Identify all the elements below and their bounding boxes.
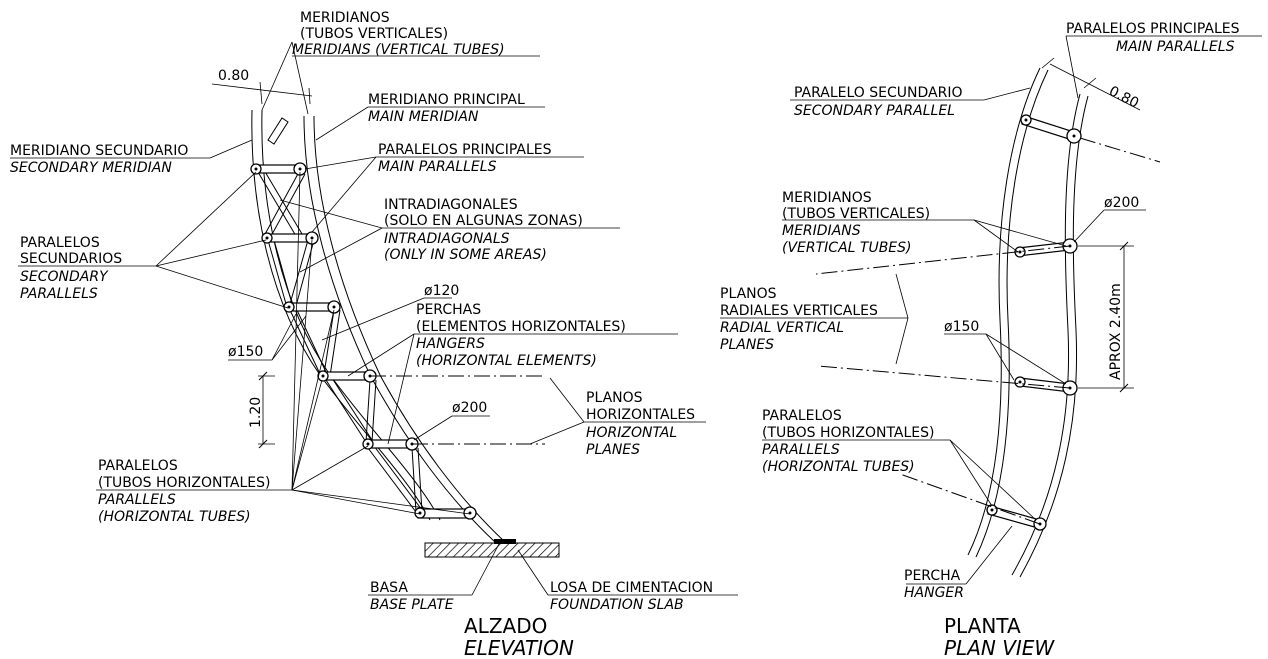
plan-main-parallel	[1011, 93, 1089, 578]
meridianos-en: MERIDIANS (VERTICAL TUBES)	[292, 42, 505, 58]
phi150-label: ø150	[228, 344, 263, 360]
plan-dimension-080	[1041, 57, 1141, 111]
plan-paralelos-es-1: PARALELOS	[762, 408, 842, 424]
plan-paralelos-es-2: (TUBOS HORIZONTALES)	[762, 425, 935, 441]
dim-080-label: 0.80	[218, 68, 249, 84]
elevation-view: 1.20 0.80	[10, 10, 738, 659]
plan-planos-en-2: PLANES	[720, 337, 774, 353]
paralelos-principales-en: MAIN PARALLELS	[378, 159, 497, 175]
radial-plane-line-3	[817, 365, 1071, 389]
plan-paralelos-principales-es: PARALELOS PRINCIPALES	[1066, 21, 1240, 37]
perchas-en-1: HANGERS	[416, 336, 485, 352]
paralelos-tubos-en-2: (HORIZONTAL TUBES)	[98, 509, 251, 525]
plan-meridianos-es-2: (TUBOS VERTICALES)	[782, 206, 930, 222]
planos-horizontales-es-2: HORIZONTALES	[586, 407, 695, 423]
elevation-leaders	[10, 41, 738, 596]
plan-paralelos-en-1: PARALLELS	[762, 442, 840, 458]
perchas-en-2: (HORIZONTAL ELEMENTS)	[416, 353, 597, 369]
plan-meridianos-es-1: MERIDIANOS	[782, 190, 872, 206]
elevation-subtitle: ELEVATION	[464, 636, 574, 659]
paralelos-secundarios-en-2: PARALLELS	[20, 286, 98, 302]
plan-dimension-240	[1078, 241, 1134, 393]
plan-paralelos-en-2: (HORIZONTAL TUBES)	[762, 459, 915, 475]
phi120-label: ø120	[424, 283, 459, 299]
dimension-120	[258, 371, 275, 449]
phi200-label: ø200	[452, 400, 487, 416]
meridiano-secundario-es: MERIDIANO SECUNDARIO	[10, 143, 188, 159]
radial-plane-line-2	[815, 245, 1071, 275]
meridianos-es-1: MERIDIANOS	[300, 10, 390, 26]
losa-en: FOUNDATION SLAB	[550, 597, 684, 613]
paralelos-principales-es: PARALELOS PRINCIPALES	[378, 142, 552, 158]
plan-meridianos-en-1: MERIDIANS	[782, 223, 861, 239]
planos-horizontales-es-1: PLANOS	[586, 390, 643, 406]
basa-en: BASE PLATE	[370, 597, 454, 613]
plan-planos-es-1: PLANOS	[720, 286, 777, 302]
plan-dim-240-label: APROX 2.40m	[1108, 283, 1124, 380]
planos-horizontales-en-2: PLANES	[586, 442, 640, 458]
plan-subtitle: PLAN VIEW	[944, 636, 1055, 659]
perchas-es-1: PERCHAS	[416, 302, 481, 318]
plan-phi200-label: ø200	[1104, 195, 1139, 211]
meridiano-secundario-en: SECONDARY MERIDIAN	[10, 160, 172, 176]
dimension-080	[211, 81, 313, 105]
plan-leaders	[720, 35, 1262, 585]
intradiagonales-es-2: (SOLO EN ALGUNAS ZONAS)	[384, 213, 583, 229]
plan-hangers	[987, 115, 1075, 529]
plan-paralelo-secundario-es: PARALELO SECUNDARIO	[794, 85, 963, 101]
paralelos-secundarios-es-2: SECUNDARIOS	[20, 251, 122, 267]
plan-view: 0.80 APROX 2.40m	[720, 21, 1262, 659]
paralelos-secundarios-es-1: PARALELOS	[20, 235, 100, 251]
paralelos-secundarios-en-1: SECONDARY	[20, 269, 109, 285]
secondary-meridian-tube	[251, 109, 441, 521]
radial-plane-line-1	[1079, 137, 1161, 163]
dim-120-label: 1.20	[248, 397, 264, 428]
secondary-tube-top	[267, 117, 289, 145]
plan-title: PLANTA	[944, 614, 1021, 638]
meridianos-es-2: (TUBOS VERTICALES)	[300, 26, 448, 42]
meridiano-principal-es: MERIDIANO PRINCIPAL	[368, 92, 525, 108]
paralelos-tubos-es-2: (TUBOS HORIZONTALES)	[98, 475, 271, 491]
intradiagonales-es-1: INTRADIAGONALES	[384, 197, 518, 213]
perchas-es-2: (ELEMENTOS HORIZONTALES)	[416, 319, 626, 335]
plan-phi150-label: ø150	[944, 319, 979, 335]
paralelos-tubos-en-1: PARALLELS	[98, 492, 176, 508]
plan-percha-es: PERCHA	[904, 568, 961, 584]
foundation-slab	[424, 539, 560, 558]
losa-es: LOSA DE CIMENTACION	[550, 580, 713, 596]
basa-es: BASA	[370, 580, 408, 596]
plan-meridianos-en-2: (VERTICAL TUBES)	[782, 240, 912, 256]
intradiagonales-en-1: INTRADIAGONALS	[384, 231, 510, 247]
planos-horizontales-en-1: HORIZONTAL	[586, 425, 677, 441]
plan-secondary-parallel	[967, 67, 1049, 558]
intradiagonales-en-2: (ONLY IN SOME AREAS)	[384, 247, 547, 263]
plan-percha-en: HANGER	[904, 585, 964, 601]
meridiano-principal-en: MAIN MERIDIAN	[368, 109, 479, 125]
plan-dim-080-label: 0.80	[1106, 83, 1141, 111]
plan-paralelo-secundario-en: SECONDARY PARALLEL	[794, 103, 955, 119]
plan-planos-en-1: RADIAL VERTICAL	[720, 320, 844, 336]
plan-paralelos-principales-en: MAIN PARALLELS	[1116, 39, 1235, 55]
paralelos-tubos-es-1: PARALELOS	[98, 458, 178, 474]
elevation-title: ALZADO	[464, 614, 547, 638]
plan-planos-es-2: RADIALES VERTICALES	[720, 303, 878, 319]
